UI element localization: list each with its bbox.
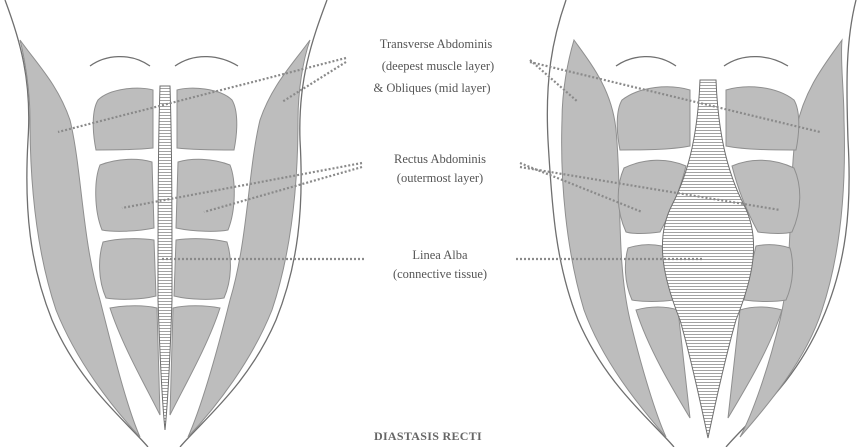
rectus-mid-left [96, 159, 154, 231]
label-line-2: (deepest muscle layer) [382, 59, 494, 73]
rectus-lower-right [174, 239, 230, 300]
label-transverse-obliques: Transverse Abdominis (deepest muscle lay… [374, 37, 495, 95]
diastasis-torso [547, 0, 856, 447]
label-line-3: & Obliques (mid layer) [374, 81, 491, 95]
label-rectus-abdominis: Rectus Abdominis (outermost layer) [394, 152, 486, 185]
normal-torso [5, 0, 327, 447]
rectus-upper-right [726, 87, 799, 150]
diagram-caption: DIASTASIS RECTI [374, 429, 482, 443]
label-line-2: (outermost layer) [397, 171, 483, 185]
rectus-upper-left [617, 87, 690, 150]
label-line-1: Rectus Abdominis [394, 152, 486, 166]
label-line-2: (connective tissue) [393, 267, 487, 281]
linea-alba-narrow [158, 86, 172, 430]
label-linea-alba: Linea Alba (connective tissue) [393, 248, 487, 281]
rectus-upper-right [177, 88, 237, 150]
rectus-lower-left [100, 239, 156, 300]
label-line-1: Transverse Abdominis [380, 37, 493, 51]
label-line-1: Linea Alba [412, 248, 468, 262]
rectus-upper-left [93, 88, 153, 150]
